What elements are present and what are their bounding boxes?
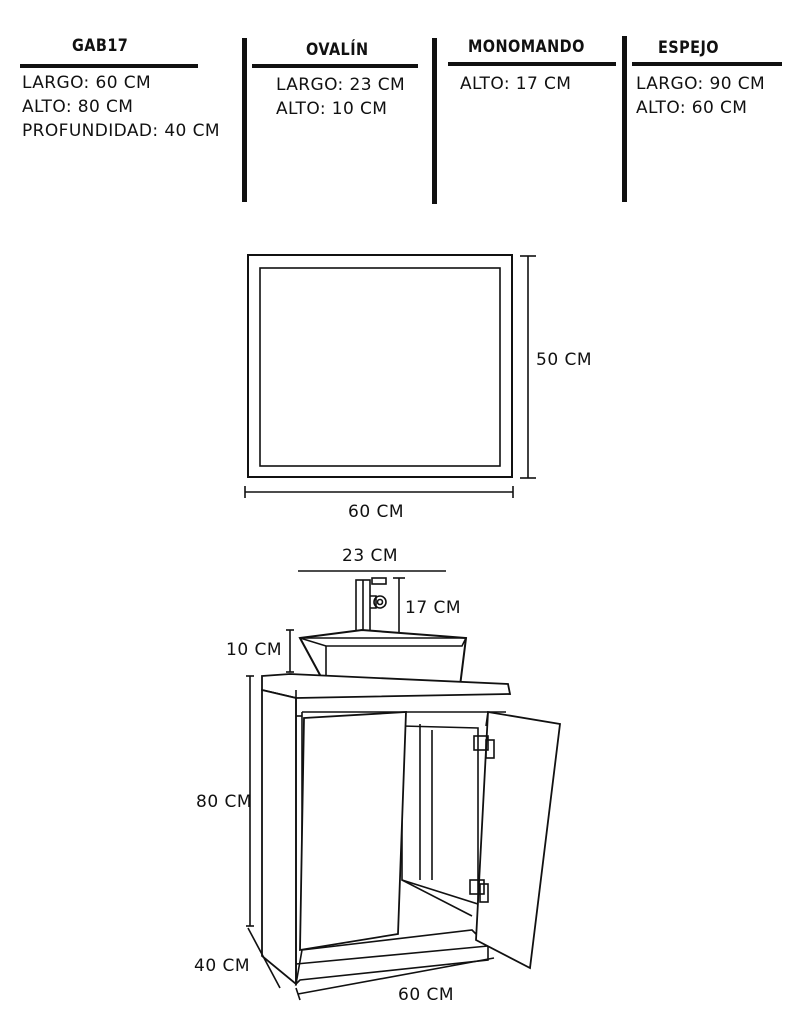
column-title-espejo: ESPEJO [658, 38, 719, 58]
spec-line: ALTO: 80 CM [22, 97, 134, 117]
column-specs-monomando: ALTO: 17 CM [460, 72, 571, 96]
sink-width-label: 23 CM [342, 546, 399, 566]
column-specs-espejo: LARGO: 90 CM ALTO: 60 CM [636, 72, 765, 120]
column-separator [432, 38, 437, 204]
mirror-width-label: 60 CM [348, 502, 405, 522]
column-rule-ovalin [252, 64, 418, 68]
column-specs-ovalin: LARGO: 23 CM ALTO: 10 CM [276, 73, 405, 121]
column-rule-espejo [632, 62, 782, 66]
column-rule-gab17 [20, 64, 198, 68]
cabinet-depth-label: 40 CM [194, 956, 251, 976]
column-specs-gab17: LARGO: 60 CM ALTO: 80 CM PROFUNDIDAD: 40… [22, 71, 220, 143]
column-separator [242, 38, 247, 202]
column-title-ovalin: OVALÍN [306, 40, 369, 60]
cabinet-height-dimension [246, 675, 254, 927]
mirror-width-dimension [244, 486, 514, 498]
spec-line: ALTO: 10 CM [276, 99, 388, 119]
sink-height-dimension [286, 629, 294, 673]
cabinet-width-label: 60 CM [398, 985, 455, 1005]
cabinet-drawing [261, 673, 561, 987]
mirror-drawing [247, 254, 513, 478]
spec-line: LARGO: 90 CM [636, 74, 766, 94]
sink-height-label: 10 CM [226, 640, 283, 660]
cabinet-height-label: 80 CM [196, 792, 253, 812]
cabinet-width-dimension [295, 957, 495, 1001]
column-title-monomando: MONOMANDO [468, 37, 585, 57]
mirror-height-label: 50 CM [536, 350, 593, 370]
cabinet-depth-dimension [247, 927, 281, 989]
mirror-height-dimension [520, 255, 536, 479]
faucet-height-label: 17 CM [405, 598, 462, 618]
column-rule-monomando [448, 62, 616, 66]
column-title-gab17: GAB17 [72, 36, 129, 56]
faucet-height-dimension [393, 577, 405, 632]
faucet-drawing [355, 577, 387, 633]
spec-line: PROFUNDIDAD: 40 CM [22, 121, 220, 141]
spec-line: LARGO: 23 CM [276, 75, 406, 95]
spec-line: LARGO: 60 CM [22, 73, 152, 93]
column-separator [622, 36, 627, 202]
spec-line: ALTO: 17 CM [460, 74, 572, 94]
spec-line: ALTO: 60 CM [636, 98, 748, 118]
